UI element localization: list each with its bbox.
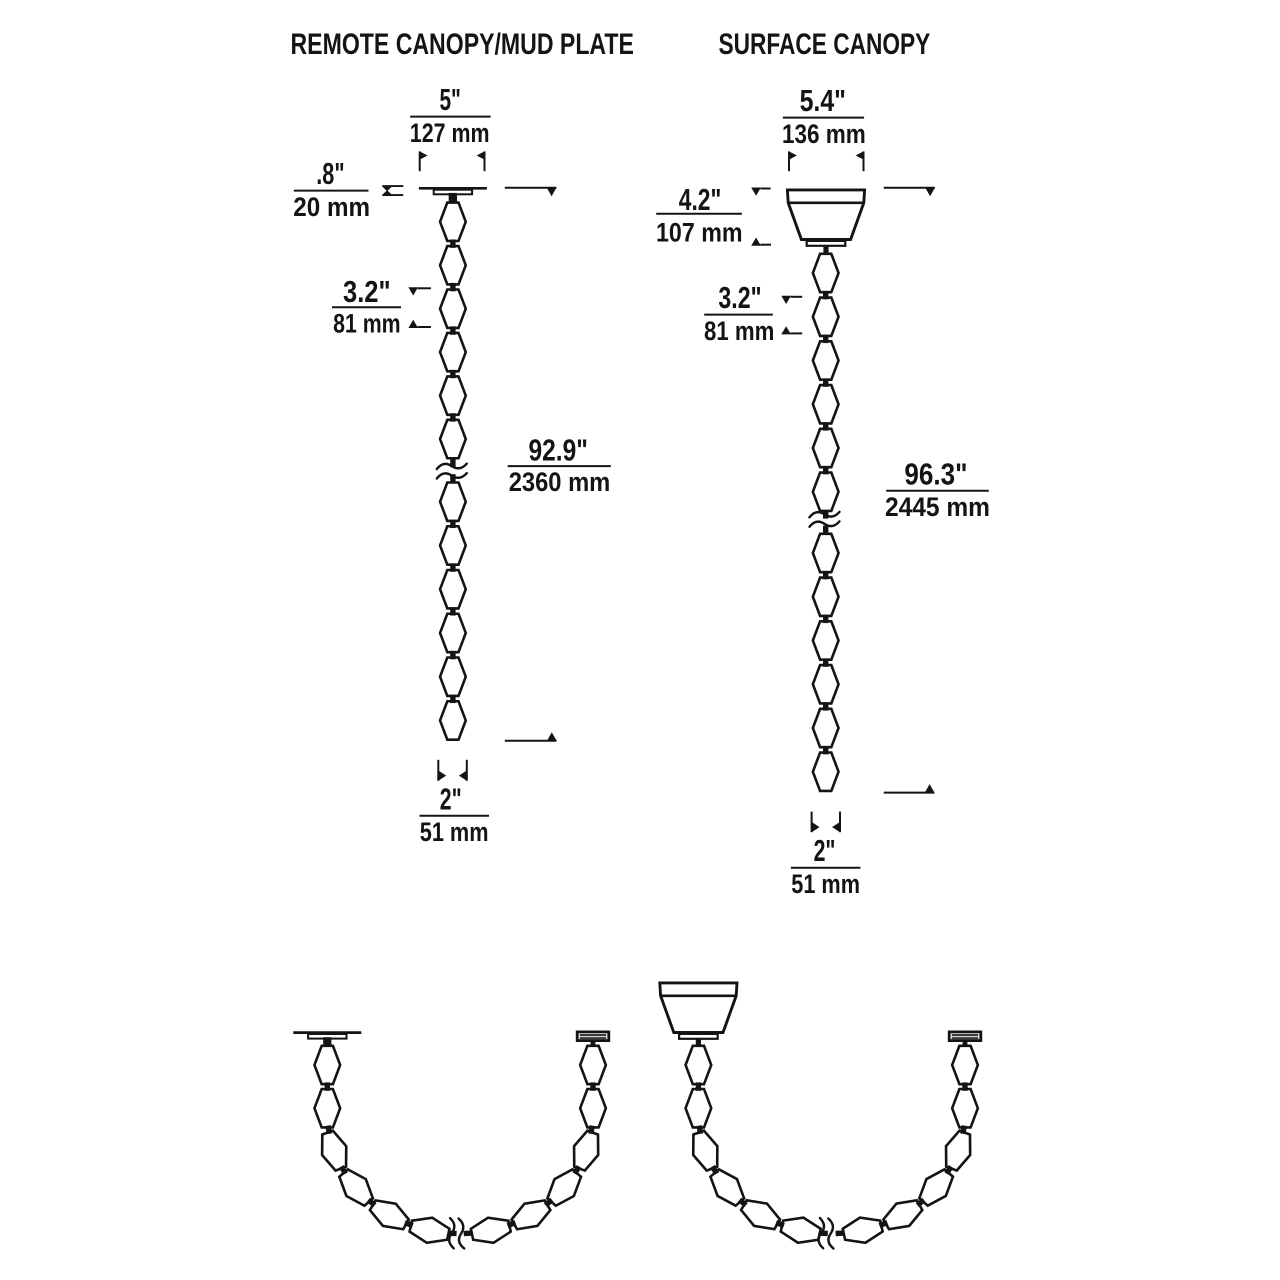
svg-text:4.2": 4.2" <box>679 183 722 217</box>
svg-text:2360 mm: 2360 mm <box>509 467 611 497</box>
svg-text:81 mm: 81 mm <box>704 316 774 346</box>
svg-text:20 mm: 20 mm <box>293 192 370 222</box>
svg-text:81 mm: 81 mm <box>333 309 401 339</box>
svg-text:3.2": 3.2" <box>718 281 761 315</box>
svg-text:51 mm: 51 mm <box>420 817 489 847</box>
svg-text:51 mm: 51 mm <box>791 869 860 899</box>
svg-text:2": 2" <box>814 834 836 868</box>
svg-text:127 mm: 127 mm <box>410 118 490 148</box>
svg-text:.8": .8" <box>316 157 344 191</box>
svg-text:3.2": 3.2" <box>343 275 391 309</box>
svg-text:SURFACE CANOPY: SURFACE CANOPY <box>719 28 931 61</box>
svg-text:REMOTE CANOPY/MUD PLATE: REMOTE CANOPY/MUD PLATE <box>291 28 634 61</box>
svg-text:5": 5" <box>440 83 461 117</box>
svg-text:107 mm: 107 mm <box>656 218 743 248</box>
svg-text:96.3": 96.3" <box>904 457 967 491</box>
svg-text:92.9": 92.9" <box>529 434 588 468</box>
svg-text:2": 2" <box>440 782 462 816</box>
svg-text:136 mm: 136 mm <box>782 119 866 149</box>
svg-text:2445 mm: 2445 mm <box>885 492 990 522</box>
svg-text:5.4": 5.4" <box>800 84 846 118</box>
